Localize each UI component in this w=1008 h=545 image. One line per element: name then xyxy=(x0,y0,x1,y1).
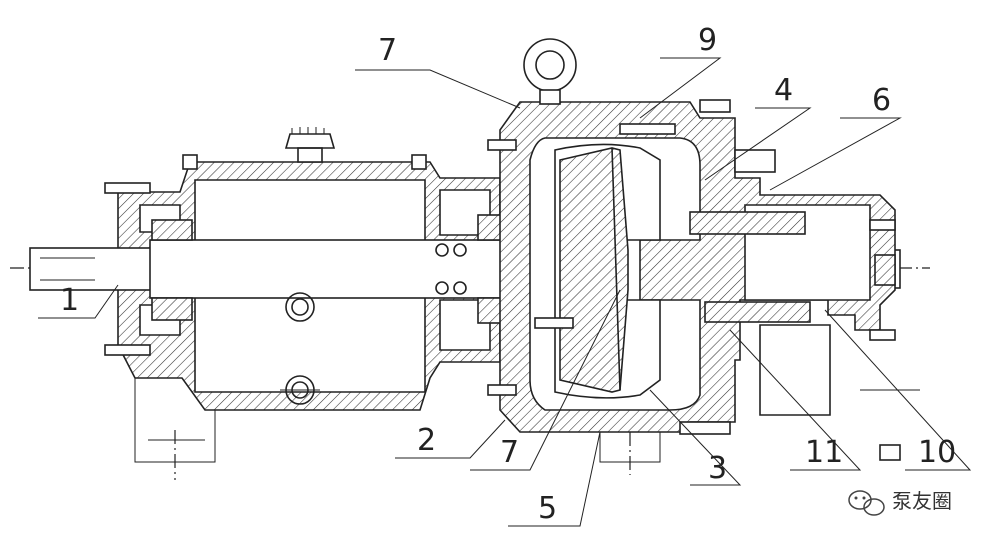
lifting-eye-bolt xyxy=(523,38,577,105)
label-7-bottom: 7 xyxy=(500,435,519,470)
oil-sight-glass xyxy=(280,292,320,405)
label-10: 10 xyxy=(918,435,956,470)
casing-bolts xyxy=(487,99,896,435)
impeller xyxy=(559,147,629,393)
bearing-left xyxy=(151,219,193,321)
label-11: 11 xyxy=(805,435,843,470)
wechat-icon xyxy=(848,490,885,516)
breather-cap xyxy=(284,127,336,163)
mechanical-seal xyxy=(689,211,811,323)
housing-bolts xyxy=(104,154,427,356)
label-6: 6 xyxy=(872,83,891,118)
label-5: 5 xyxy=(538,491,557,526)
label-1: 1 xyxy=(60,283,79,318)
callout-leader-lines xyxy=(38,57,972,527)
bearing-foot xyxy=(134,378,216,480)
watermark-text: 泵友圈 xyxy=(892,489,952,513)
discharge-port xyxy=(860,254,920,461)
label-2: 2 xyxy=(417,423,436,458)
label-4: 4 xyxy=(774,73,793,108)
label-3: 3 xyxy=(708,451,727,486)
label-9: 9 xyxy=(698,23,717,58)
watermark: 泵友圈 xyxy=(848,489,952,516)
casing-foot xyxy=(599,432,661,475)
label-7-top: 7 xyxy=(378,33,397,68)
